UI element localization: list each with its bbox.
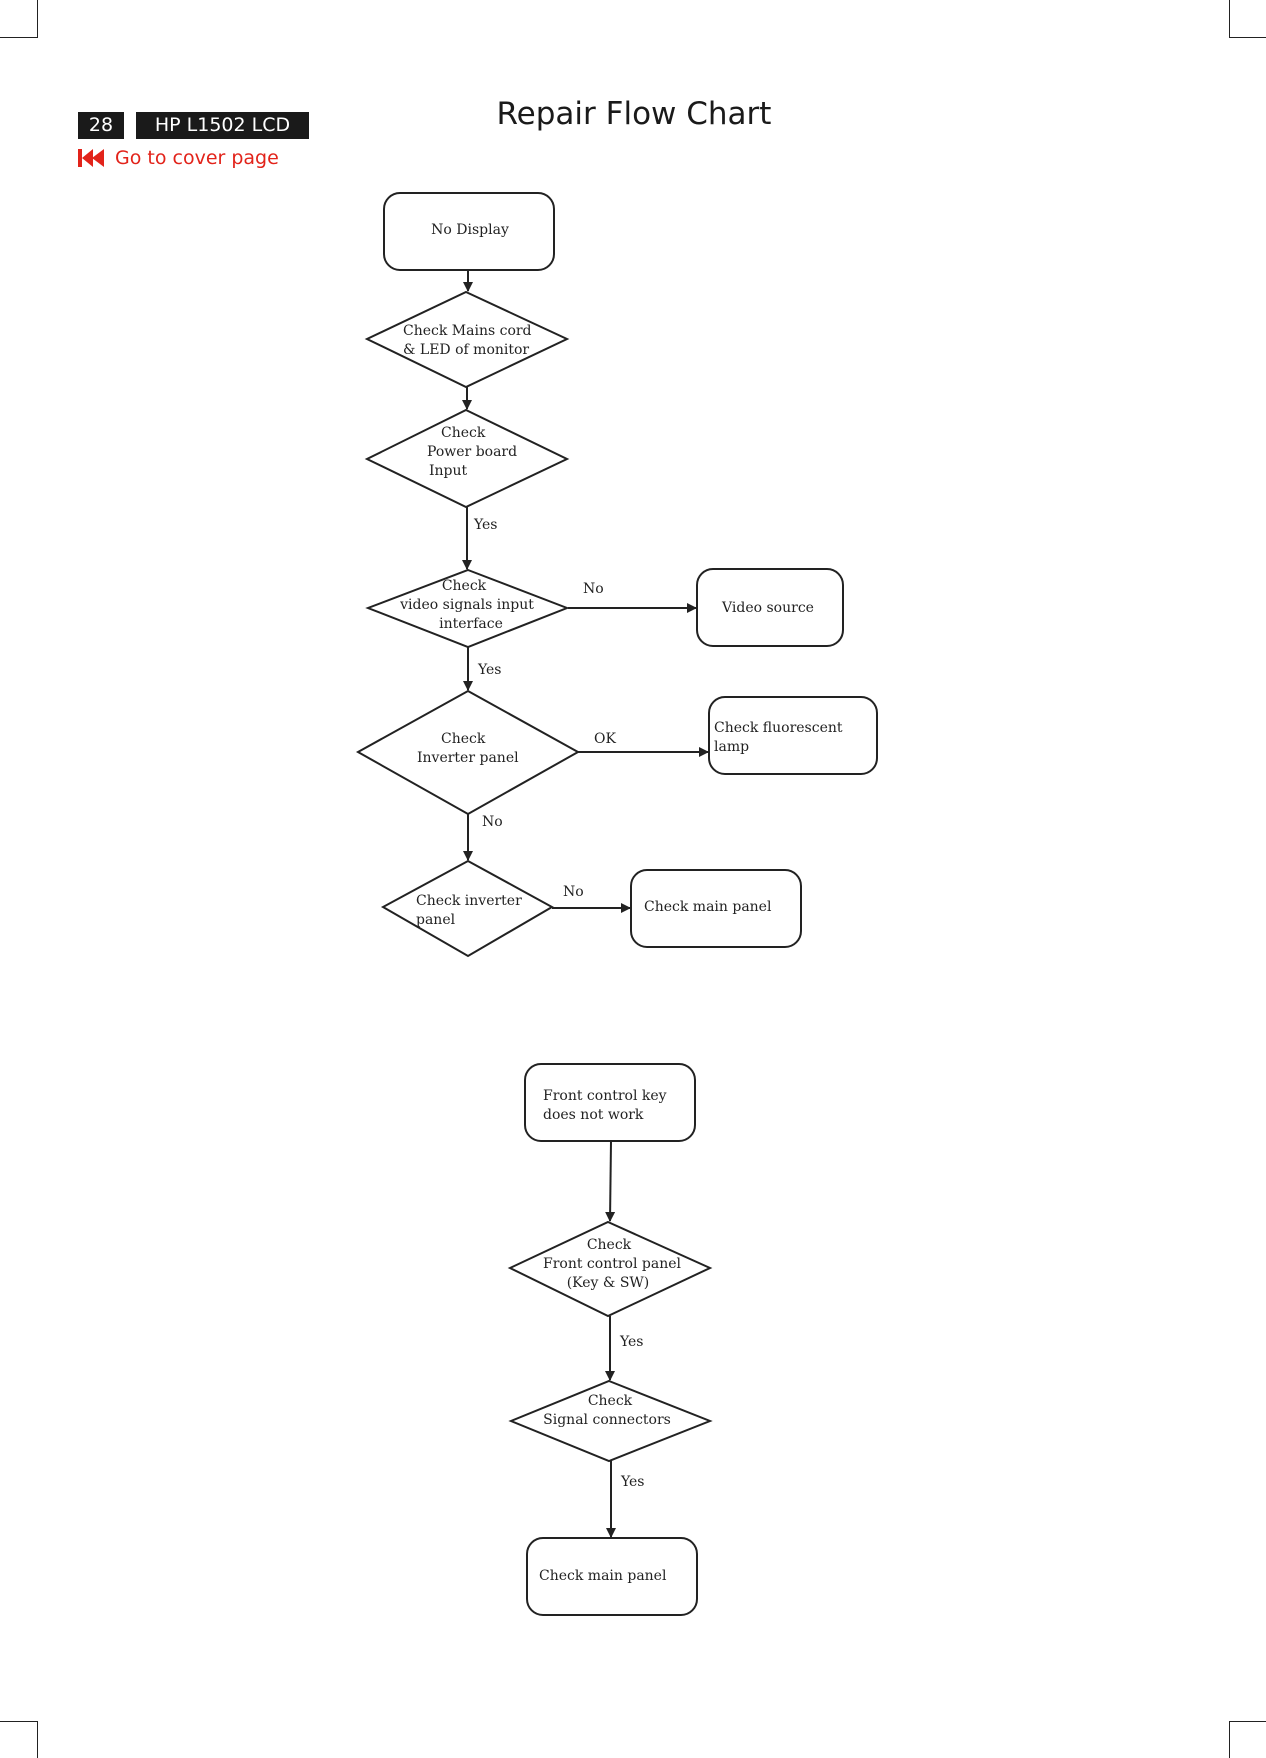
model-label: HP L1502 LCD	[136, 112, 309, 139]
node-check-mains-line2: & LED of monitor	[403, 342, 529, 358]
node-check-power-line1: Check	[441, 425, 486, 441]
node-front-key-line1: Front control key	[543, 1088, 667, 1104]
node-check-video-line3: interface	[439, 616, 503, 632]
crop-mark-top-left-v	[37, 0, 38, 38]
label-yes-1: Yes	[473, 517, 498, 533]
node-video-source	[696, 568, 844, 647]
node-check-signal-line2: Signal connectors	[543, 1412, 671, 1428]
node-check-mains	[364, 290, 570, 389]
node-check-inverter-line2: panel	[416, 912, 456, 928]
node-video-source-line1: Video source	[721, 600, 814, 616]
node-check-main-2-line1: Check main panel	[539, 1568, 667, 1584]
node-check-front-line2: Front control panel	[543, 1256, 681, 1272]
node-check-power-line3: Input	[429, 463, 468, 479]
go-to-cover-link[interactable]: Go to cover page	[78, 145, 279, 171]
node-check-signal-line1: Check	[588, 1393, 633, 1409]
label-yes-3: Yes	[619, 1334, 644, 1350]
label-ok: OK	[594, 731, 616, 747]
label-no-video: No	[583, 581, 604, 597]
node-check-main-1	[630, 869, 802, 948]
node-front-key-line2: does not work	[543, 1107, 644, 1123]
node-check-mains-line1: Check Mains cord	[403, 323, 532, 339]
page-title: Repair Flow Chart	[496, 96, 772, 132]
node-check-main-2	[526, 1537, 698, 1616]
node-check-power-line2: Power board	[427, 444, 517, 460]
label-yes-4: Yes	[620, 1474, 645, 1490]
crop-mark-bottom-left-h	[0, 1721, 38, 1722]
node-no-display-line1: No Display	[431, 222, 509, 238]
node-check-front	[507, 1220, 713, 1318]
edge-front-check	[605, 1140, 616, 1222]
cover-link-label: Go to cover page	[115, 147, 279, 169]
node-check-front-line1: Check	[587, 1237, 632, 1253]
label-yes-2: Yes	[477, 662, 502, 678]
node-check-inverter-panel-line1: Check	[441, 731, 486, 747]
node-check-inverter-panel-line2: Inverter panel	[417, 750, 519, 766]
crop-mark-bottom-right-h	[1229, 1721, 1266, 1722]
crop-mark-bottom-left-v	[37, 1721, 38, 1758]
node-check-signal	[508, 1379, 713, 1463]
label-no-main: No	[563, 884, 584, 900]
crop-mark-bottom-right-v	[1229, 1721, 1230, 1758]
node-check-fluorescent	[708, 696, 878, 775]
skip-to-start-icon	[78, 149, 104, 167]
node-check-front-line3: (Key & SW)	[567, 1275, 650, 1291]
node-check-inverter	[380, 859, 555, 958]
node-check-main-1-line1: Check main panel	[644, 899, 772, 915]
node-check-fluorescent-line2: lamp	[714, 739, 749, 755]
node-check-video-line1: Check	[442, 578, 487, 594]
crop-mark-top-left-h	[0, 37, 38, 38]
node-check-fluorescent-line1: Check fluorescent	[714, 720, 843, 736]
node-check-inverter-line1: Check inverter	[416, 893, 522, 909]
page-number: 28	[78, 112, 124, 139]
crop-mark-top-right-v	[1229, 0, 1230, 38]
crop-mark-top-right-h	[1229, 37, 1266, 38]
node-check-video-line2: video signals input	[399, 597, 534, 613]
label-no-inverter: No	[482, 814, 503, 830]
